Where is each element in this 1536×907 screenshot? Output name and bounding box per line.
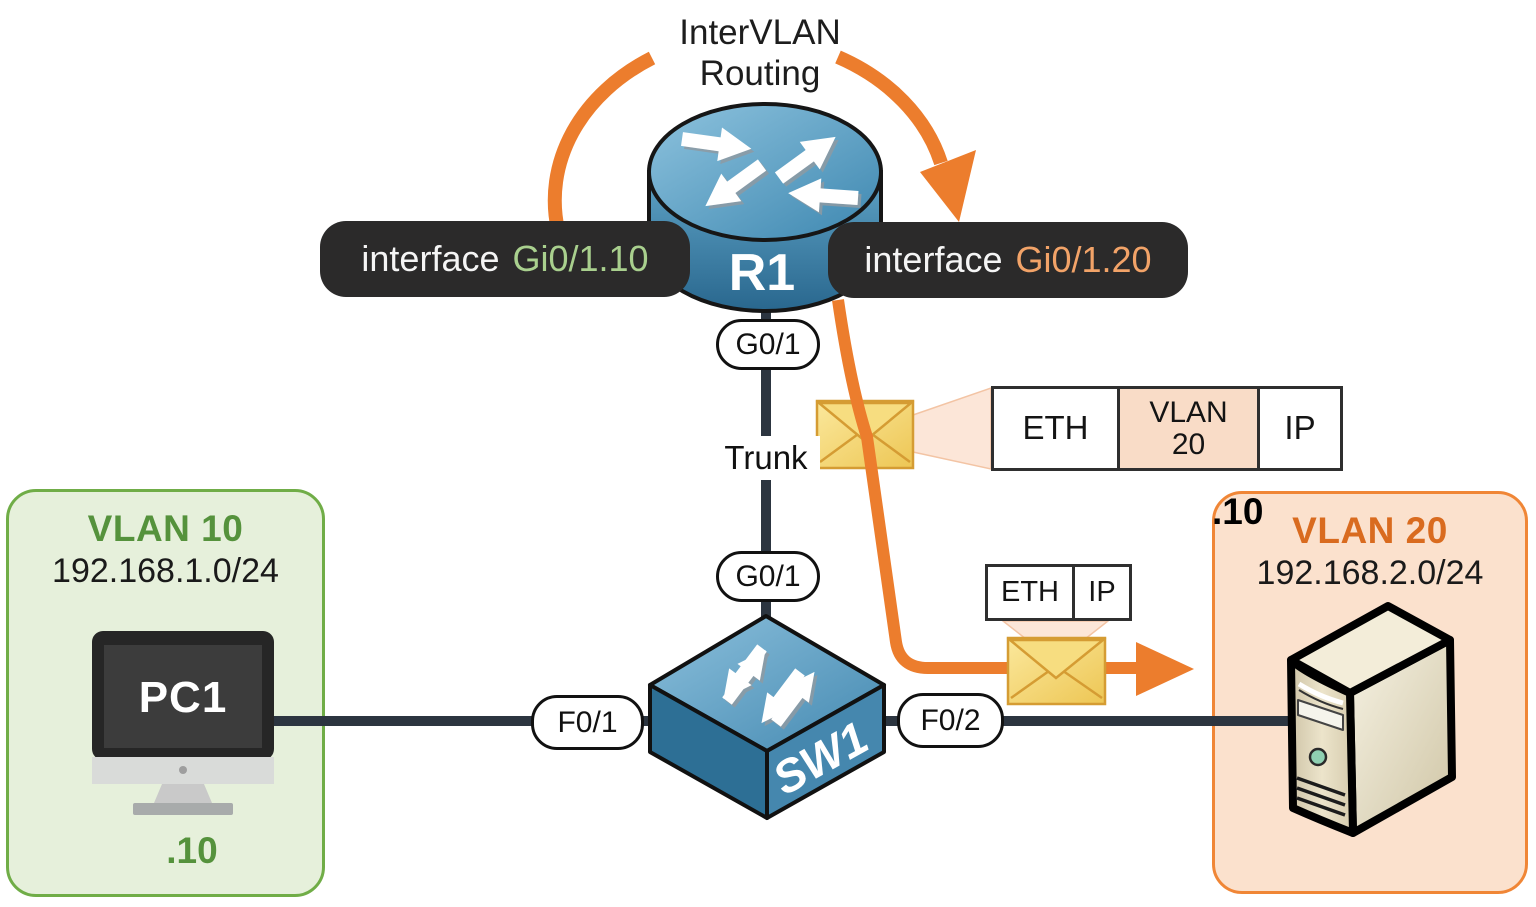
tagged-frame-diagram: ETH VLAN 20 IP bbox=[991, 386, 1343, 471]
diagram-title-line2: Routing bbox=[699, 54, 821, 94]
vlan10-host-address: .10 bbox=[166, 830, 218, 871]
interface-keyword: interface bbox=[361, 238, 500, 279]
pc-label: PC1 bbox=[139, 673, 228, 722]
vlan10-title: VLAN 10 bbox=[87, 508, 244, 549]
vlan20-host-address: .10 bbox=[1212, 491, 1264, 532]
subinterface-id-vlan20: Gi0/1.20 bbox=[1015, 239, 1152, 280]
subinterface-id-vlan10: Gi0/1.10 bbox=[512, 238, 649, 279]
vlan10-subnet: 192.168.1.0/24 bbox=[52, 552, 279, 590]
switch-port-f0-1: F0/1 bbox=[531, 695, 644, 750]
pc-icon: PC1 bbox=[92, 631, 274, 815]
router-icon: R1 bbox=[647, 102, 883, 313]
diagram-title: InterVLAN Routing bbox=[590, 12, 930, 95]
routed-packet-arrow bbox=[832, 299, 1194, 696]
frame-field-ip: IP bbox=[1072, 567, 1129, 618]
interface-keyword: interface bbox=[864, 239, 1003, 280]
frame-field-eth: ETH bbox=[1001, 576, 1059, 609]
vlan-tag-word: VLAN bbox=[1149, 396, 1228, 429]
diagram-title-line1: InterVLAN bbox=[679, 13, 841, 52]
envelope-icon bbox=[1006, 636, 1107, 706]
vlan-tag-number: 20 bbox=[1171, 427, 1206, 461]
untagged-frame-diagram: ETH IP bbox=[985, 564, 1132, 621]
frame-field-vlan-tag: VLAN 20 bbox=[1117, 389, 1257, 468]
intervlan-arc-arrow bbox=[547, 50, 976, 232]
switch-port-g0-1: G0/1 bbox=[716, 551, 820, 602]
server-icon bbox=[1287, 602, 1456, 837]
subinterface-label-vlan10: interface Gi0/1.10 bbox=[320, 221, 690, 297]
subinterface-label-vlan20: interface Gi0/1.20 bbox=[828, 222, 1188, 298]
router-port-g0-1: G0/1 bbox=[716, 319, 820, 370]
switch-port-f0-2: F0/2 bbox=[897, 693, 1004, 748]
frame-field-eth: ETH bbox=[1022, 409, 1089, 447]
switch-icon: SW1 bbox=[648, 614, 886, 820]
frame-callout-cone bbox=[1000, 620, 1111, 640]
frame-field-ip: IP bbox=[1257, 389, 1340, 468]
vlan20-subnet: 192.168.2.0/24 bbox=[1256, 554, 1484, 592]
router-label: R1 bbox=[729, 244, 795, 302]
frame-callout-cone bbox=[912, 386, 992, 470]
vlan20-title: VLAN 20 bbox=[1292, 510, 1448, 551]
trunk-label: Trunk bbox=[712, 436, 820, 480]
